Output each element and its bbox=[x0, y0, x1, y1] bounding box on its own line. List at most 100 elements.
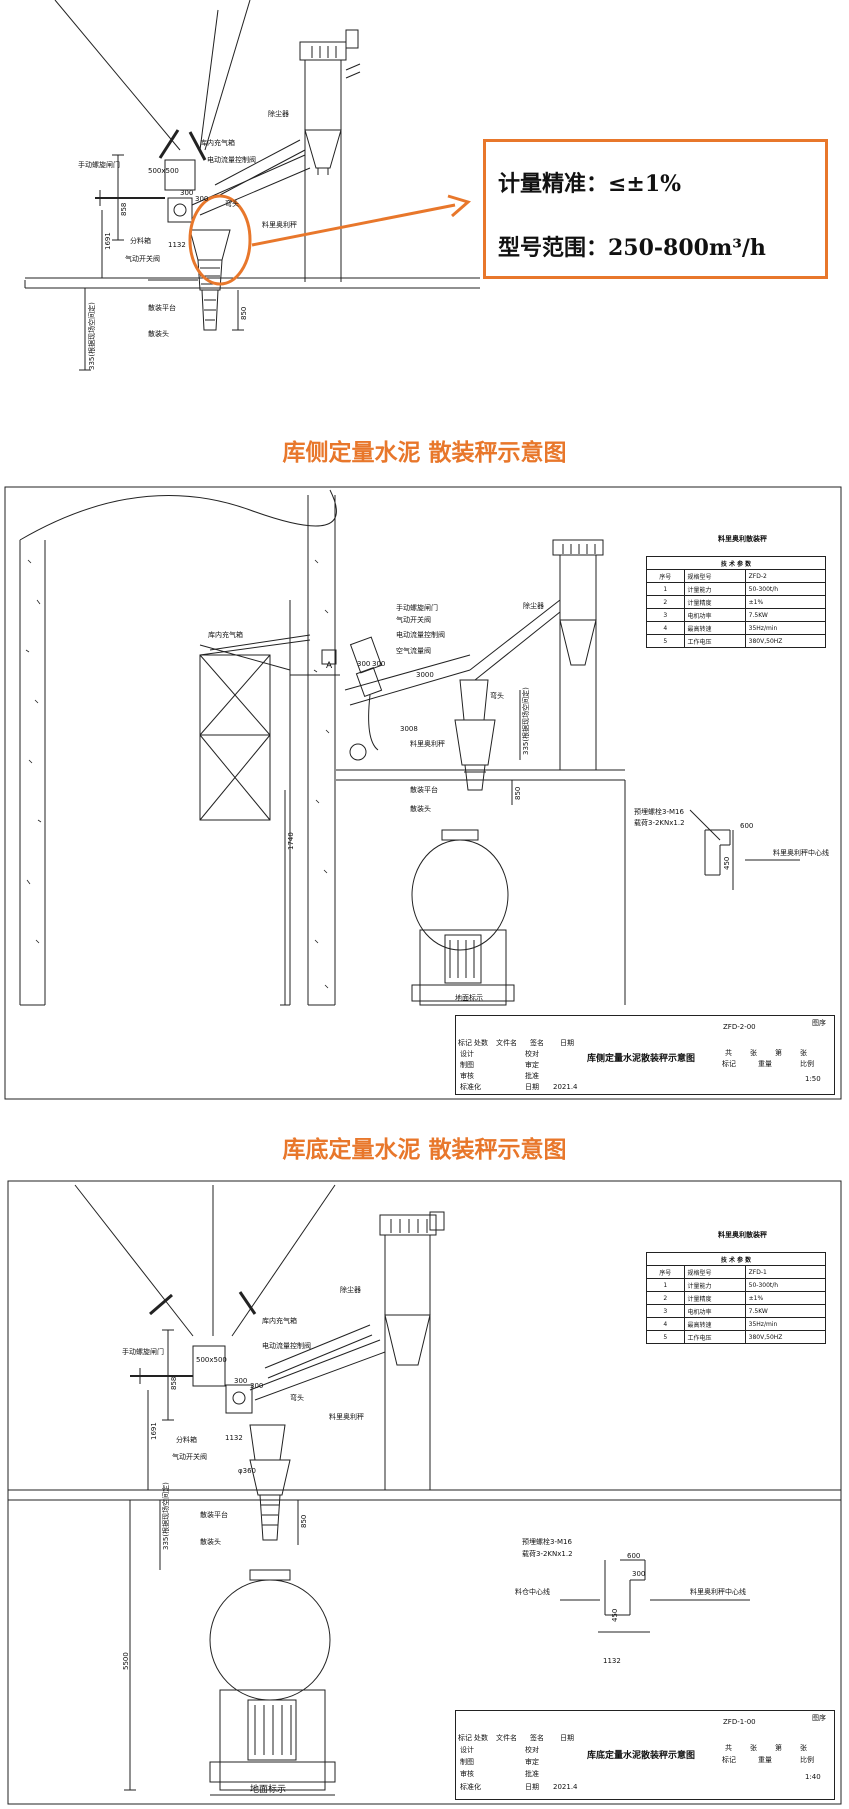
table-cell: 50-300t/h bbox=[744, 1278, 827, 1292]
s1-label-elbow: 弯头 bbox=[490, 692, 504, 700]
s1-label-bulk-platform: 散装平台 bbox=[410, 786, 438, 794]
s2-tb-sign: 签名 bbox=[530, 1734, 544, 1742]
s1-tb-date2: 日期 bbox=[525, 1083, 539, 1091]
table-cell: 最高转速 bbox=[683, 621, 746, 635]
s2-tb-design: 设计 bbox=[460, 1746, 474, 1754]
callout-accuracy: 计量精准：≤±1% bbox=[498, 171, 682, 197]
section1-params-header: 技 术 参 数 bbox=[646, 556, 826, 570]
s2-tb-count: 处数 bbox=[474, 1734, 488, 1742]
s1-tb-name: 库侧定量水泥散装秤示意图 bbox=[587, 1054, 696, 1064]
top-label-electric-valve: 电动流量控制阀 bbox=[207, 156, 256, 164]
top-label-scale: 料里奥利秤 bbox=[262, 221, 297, 229]
s2-tb-seq: 图序 bbox=[812, 1714, 826, 1722]
section2-drawing bbox=[7, 1180, 842, 1805]
top-dim-1132: 1132 bbox=[168, 241, 186, 249]
table-cell: ZFD-1 bbox=[744, 1265, 827, 1279]
s1-dim-1740: 1740 bbox=[287, 832, 295, 850]
table-cell: 35Hz/min bbox=[744, 1317, 827, 1331]
table-cell: 5 bbox=[646, 1330, 685, 1344]
s1-label-dust-collector: 除尘器 bbox=[523, 602, 544, 610]
s1-dim-300a: 300 bbox=[357, 660, 371, 668]
s1-tb-date: 日期 bbox=[560, 1039, 574, 1047]
s2-label-electric-valve: 电动流量控制阀 bbox=[262, 1342, 311, 1350]
table-cell: 380V,50HZ bbox=[744, 634, 827, 648]
s2-tb-review: 审定 bbox=[525, 1758, 539, 1766]
table-cell: 规格型号 bbox=[683, 1265, 746, 1279]
s1-tb-draw: 制图 bbox=[460, 1061, 474, 1069]
table-cell: 4 bbox=[646, 621, 685, 635]
s1-tb-review: 审定 bbox=[525, 1061, 539, 1069]
s1-tb-doc: 文件名 bbox=[496, 1039, 517, 1047]
s2-tb-total: 共 bbox=[725, 1744, 732, 1752]
top-label-splitter: 分料箱 bbox=[130, 237, 151, 245]
table-cell: 2 bbox=[646, 595, 685, 609]
top-label-manual-valve: 手动螺旋闸门 bbox=[78, 161, 120, 169]
s2-label-dust-collector: 除尘器 bbox=[340, 1286, 361, 1294]
s2-dim-600: 600 bbox=[627, 1552, 641, 1560]
s2-tb-sheets: 张 bbox=[750, 1744, 757, 1752]
s2-tb-date: 日期 bbox=[560, 1734, 574, 1742]
top-dim-858: 858 bbox=[120, 202, 128, 216]
s2-tb-scale: 比例 bbox=[800, 1756, 814, 1764]
top-dim-1691: 1691 bbox=[104, 232, 112, 250]
s1-tb-scale: 比例 bbox=[800, 1060, 814, 1068]
s1-tb-count: 处数 bbox=[474, 1039, 488, 1047]
s2-tb-check: 校对 bbox=[525, 1746, 539, 1754]
top-label-elbow: 弯头 bbox=[225, 200, 239, 208]
s1-label-scale: 料里奥利秤 bbox=[410, 740, 445, 748]
table-cell: 计量精度 bbox=[683, 595, 746, 609]
table-cell: 7.5KW bbox=[744, 608, 827, 622]
table-cell: 序号 bbox=[646, 1265, 685, 1279]
top-dim-850: 850 bbox=[240, 306, 248, 320]
table-cell: 电机功率 bbox=[683, 1304, 746, 1318]
top-dim-300b: 300 bbox=[195, 195, 209, 203]
s1-label-electric-valve: 电动流量控制阀 bbox=[396, 631, 445, 639]
s2-tb-date2: 日期 bbox=[525, 1783, 539, 1791]
s2-center-line: 料里奥利秤中心线 bbox=[690, 1588, 746, 1596]
table-cell: ZFD-2 bbox=[744, 569, 827, 583]
top-label-bulk-head: 散装头 bbox=[148, 330, 169, 338]
s1-tb-pg: 张 bbox=[800, 1049, 807, 1057]
s1-dim-300b: 300 bbox=[372, 660, 386, 668]
top-label-pneumatic-valve: 气动开关阀 bbox=[125, 255, 160, 263]
table-cell: 4 bbox=[646, 1317, 685, 1331]
s1-dim-850: 850 bbox=[514, 786, 522, 800]
section2-params-header: 技 术 参 数 bbox=[646, 1252, 826, 1266]
s1-dim-3000: 3000 bbox=[416, 671, 434, 679]
section1-drawing bbox=[4, 486, 842, 1100]
s1-tb-total: 共 bbox=[725, 1049, 732, 1057]
s2-label-bulk-head: 散装头 bbox=[200, 1538, 221, 1546]
table-cell: 序号 bbox=[646, 569, 685, 583]
s1-tb-audit: 审核 bbox=[460, 1072, 474, 1080]
s2-tb-mark: 标记 bbox=[722, 1756, 736, 1764]
table-cell: 计量能力 bbox=[683, 1278, 746, 1292]
s1-tb-scale-val: 1:50 bbox=[805, 1075, 821, 1083]
s2-dim-1132: 1132 bbox=[225, 1434, 243, 1442]
s2-label-scale: 料里奥利秤 bbox=[329, 1413, 364, 1421]
s2-dim-858: 858 bbox=[170, 1376, 178, 1390]
table-cell: 2 bbox=[646, 1291, 685, 1305]
table-cell: 计量精度 bbox=[683, 1291, 746, 1305]
s2-tb-drawing-no: ZFD-1-00 bbox=[723, 1718, 756, 1726]
s1-mark-a: A bbox=[326, 661, 333, 671]
s2-anchor-note2: 载荷3-2KNx1.2 bbox=[522, 1550, 573, 1558]
s1-label-ground: 地面标示 bbox=[455, 994, 483, 1002]
s1-tb-design: 设计 bbox=[460, 1050, 474, 1058]
s1-center-line: 料里奥利秤中心线 bbox=[773, 849, 829, 857]
s1-tb-drawing-no: ZFD-2-00 bbox=[723, 1023, 756, 1031]
table-cell: 3 bbox=[646, 608, 685, 622]
section1-title: 库侧定量水泥 散装秤示意图 bbox=[282, 440, 567, 466]
s1-dim-600: 600 bbox=[740, 822, 754, 830]
s1-tb-year: 2021.4 bbox=[553, 1083, 578, 1091]
s1-tb-mark: 标记 bbox=[722, 1060, 736, 1068]
top-dim-300a: 300 bbox=[180, 189, 194, 197]
top-label-inner-aerator: 库内充气箱 bbox=[200, 139, 235, 147]
